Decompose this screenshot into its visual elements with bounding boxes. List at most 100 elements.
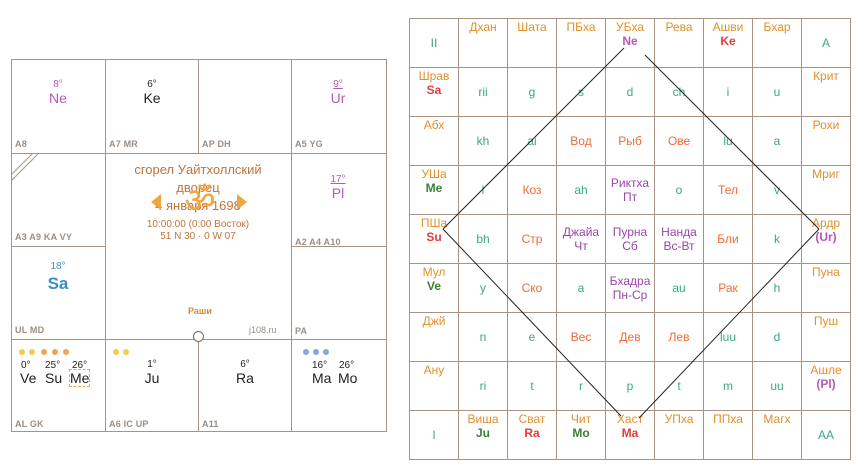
grid-cell[interactable]: Джй [409, 312, 459, 362]
grid-cell[interactable]: a [752, 116, 802, 166]
grid-cell[interactable]: h [752, 263, 802, 313]
house-cell[interactable]: A3 A9 KA VY [11, 153, 105, 246]
next-arrow-icon[interactable] [237, 194, 247, 210]
grid-cell[interactable]: Шата [507, 18, 557, 68]
grid-cell[interactable]: a [556, 263, 606, 313]
grid-cell[interactable]: Коз [507, 165, 557, 215]
grid-cell[interactable]: d [605, 67, 655, 117]
grid-cell[interactable]: kh [458, 116, 508, 166]
grid-cell[interactable]: g [507, 67, 557, 117]
grid-cell[interactable]: o [654, 165, 704, 215]
grid-cell[interactable]: Бхар [752, 18, 802, 68]
house-cell[interactable]: 1° Ju A6 IC UP [105, 339, 199, 433]
grid-cell[interactable]: ai [507, 116, 557, 166]
grid-cell[interactable]: Вод [556, 116, 606, 166]
house-cell[interactable]: A2 A4 A10 [291, 237, 385, 339]
grid-cell[interactable]: Ану [409, 361, 459, 411]
strength-dot [123, 349, 129, 355]
grid-cell[interactable]: au [654, 263, 704, 313]
grid-cell[interactable]: v [752, 165, 802, 215]
grid-cell[interactable]: Пуна [801, 263, 851, 313]
house-cell[interactable]: 6° Ra A11 [198, 339, 292, 433]
grid-cell[interactable]: Рак [703, 263, 753, 313]
grid-cell[interactable]: II [409, 18, 459, 68]
grid-cell[interactable]: ri [458, 361, 508, 411]
grid-cell[interactable]: Дев [605, 312, 655, 362]
grid-cell[interactable]: A [801, 18, 851, 68]
house-cell[interactable]: AP DH [198, 59, 292, 153]
grid-cell[interactable]: l [458, 165, 508, 215]
grid-cell[interactable]: e [507, 312, 557, 362]
grid-cell[interactable]: Ове [654, 116, 704, 166]
grid-cell[interactable]: I [409, 410, 459, 460]
house-cell[interactable]: 0° 25° 26° Ve Su Me AL GK [11, 339, 105, 433]
grid-cell[interactable]: ППха [703, 410, 753, 460]
grid-cell[interactable]: Абх [409, 116, 459, 166]
house-cell[interactable]: PA [291, 246, 385, 340]
grid-cell[interactable]: Пуш [801, 312, 851, 362]
grid-cell[interactable]: r [556, 361, 606, 411]
grid-cell[interactable]: Крит [801, 67, 851, 117]
grid-cell[interactable]: i [703, 67, 753, 117]
grid-cell[interactable]: УПха [654, 410, 704, 460]
grid-cell[interactable]: Бли [703, 214, 753, 264]
grid-cell[interactable]: p [605, 361, 655, 411]
house-cell[interactable]: 18° Sa UL MD [11, 246, 105, 339]
clock-icon[interactable] [193, 331, 204, 342]
house-cell[interactable]: 9° Ur A5 YG [291, 59, 385, 153]
grid-cell[interactable]: Ско [507, 263, 557, 313]
grid-cell[interactable]: luu [703, 312, 753, 362]
grid-cell[interactable]: lu [703, 116, 753, 166]
rashi-label[interactable]: Раши [188, 306, 212, 316]
grid-cell[interactable]: Тел [703, 165, 753, 215]
site-label[interactable]: j108.ru [249, 325, 277, 335]
grid-cell[interactable]: Вес [556, 312, 606, 362]
grid-cell[interactable]: ch [654, 67, 704, 117]
grid-cell[interactable]: n [458, 312, 508, 362]
grid-cell[interactable]: Лев [654, 312, 704, 362]
grid-cell[interactable]: uu [752, 361, 802, 411]
grid-cell[interactable]: k [752, 214, 802, 264]
grid-cell[interactable]: AA [801, 410, 851, 460]
grid-cell[interactable]: m [703, 361, 753, 411]
grid-cell[interactable]: ah [556, 165, 606, 215]
grid-cell[interactable]: s [556, 67, 606, 117]
grid-cell[interactable]: Рохи [801, 116, 851, 166]
prev-arrow-icon[interactable] [151, 194, 161, 210]
grid-cell[interactable]: Ардр(Ur) [801, 214, 851, 264]
grid-cell[interactable]: ПБха [556, 18, 606, 68]
grid-cell[interactable]: Магх [752, 410, 802, 460]
grid-cell[interactable]: bh [458, 214, 508, 264]
grid-cell[interactable]: d [752, 312, 802, 362]
grid-cell[interactable]: Дхан [458, 18, 508, 68]
house-cell[interactable]: 16° 26° Ma Mo [291, 339, 385, 431]
grid-cell[interactable]: Ашле(Pl) [801, 361, 851, 411]
grid-cell[interactable]: t [507, 361, 557, 411]
grid-cell[interactable]: Рыб [605, 116, 655, 166]
house-cell[interactable]: 6° Ke A7 MR [105, 59, 199, 153]
grid-cell[interactable]: rii [458, 67, 508, 117]
grid-cell[interactable]: u [752, 67, 802, 117]
house-cell[interactable]: 8° Ne A8 [11, 59, 105, 153]
grid-cell[interactable]: y [458, 263, 508, 313]
grid-cell[interactable]: Рева [654, 18, 704, 68]
grid-cell[interactable]: t [654, 361, 704, 411]
grid-cell[interactable]: Стр [507, 214, 557, 264]
grid-cell[interactable]: Мриг [801, 165, 851, 215]
house-cell[interactable]: 17° Pl [291, 153, 385, 247]
